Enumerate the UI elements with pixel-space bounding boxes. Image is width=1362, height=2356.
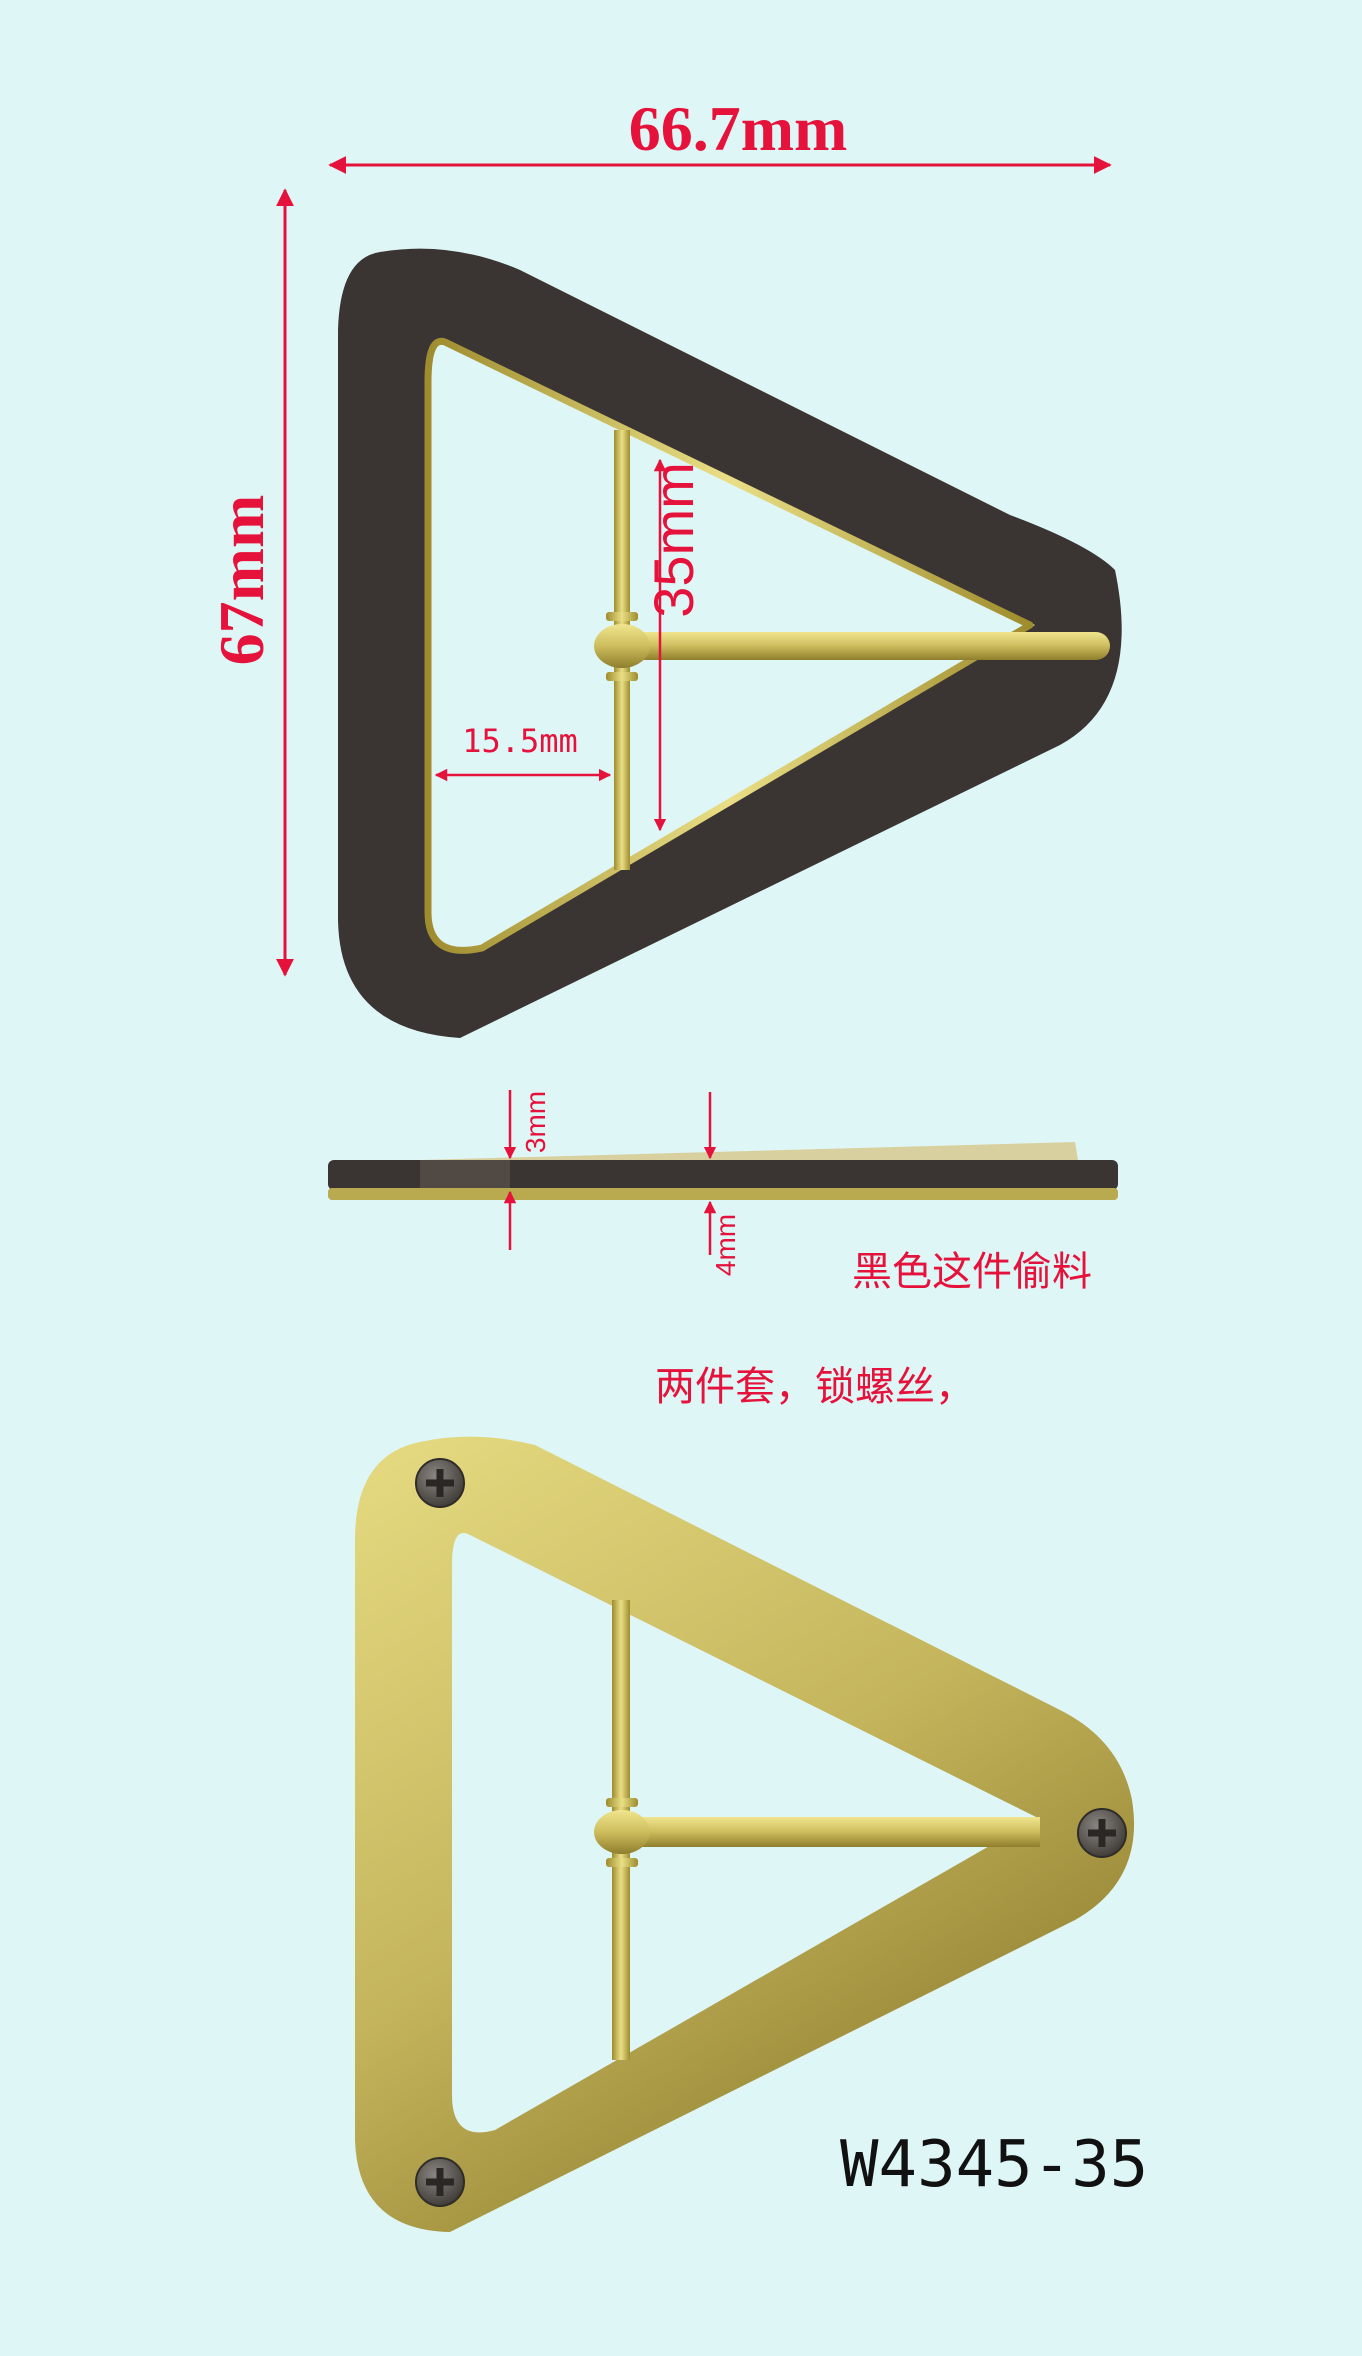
black-part-note: 黑色这件偷料 [852, 1249, 1092, 1295]
bottom-pin-collar-top [606, 1798, 638, 1807]
horizontal-bar [612, 632, 1110, 660]
width-dimension-label: 66.7mm [629, 93, 848, 164]
bottom-view [355, 1436, 1135, 2232]
side-step-highlight [420, 1160, 510, 1188]
side-view [328, 1142, 1118, 1200]
top-view [338, 248, 1122, 1039]
screw-icon [1077, 1808, 1127, 1858]
pin-knob [594, 624, 650, 668]
assembly-note: 两件套，锁螺丝， [655, 1364, 975, 1410]
pin-collar-top [606, 612, 638, 621]
bottom-horizontal-bar [612, 1817, 1040, 1847]
screw-icon [415, 1458, 465, 1508]
gold-wire-frame [424, 337, 1034, 954]
height-dimension-label: 67mm [206, 495, 277, 666]
bottom-pin-collar-bottom [606, 1858, 638, 1867]
screw-icon [415, 2157, 465, 2207]
side-thickness-top-label: 3mm [520, 1091, 551, 1153]
model-code: W4345-35 [840, 2128, 1148, 2202]
side-wire [420, 1142, 1078, 1160]
bar-height-dimension-label: 35mm [642, 462, 705, 618]
pin-collar-bottom [606, 672, 638, 681]
side-thickness-bottom-label: 4mm [710, 1214, 741, 1276]
dimension-lines-top [276, 156, 1112, 977]
side-black-plate [328, 1160, 1118, 1190]
inner-offset-dimension-label: 15.5mm [462, 722, 578, 760]
bottom-pin-knob [594, 1810, 650, 1854]
dimension-lines-side [503, 1090, 717, 1255]
side-gold-plate [328, 1188, 1118, 1200]
